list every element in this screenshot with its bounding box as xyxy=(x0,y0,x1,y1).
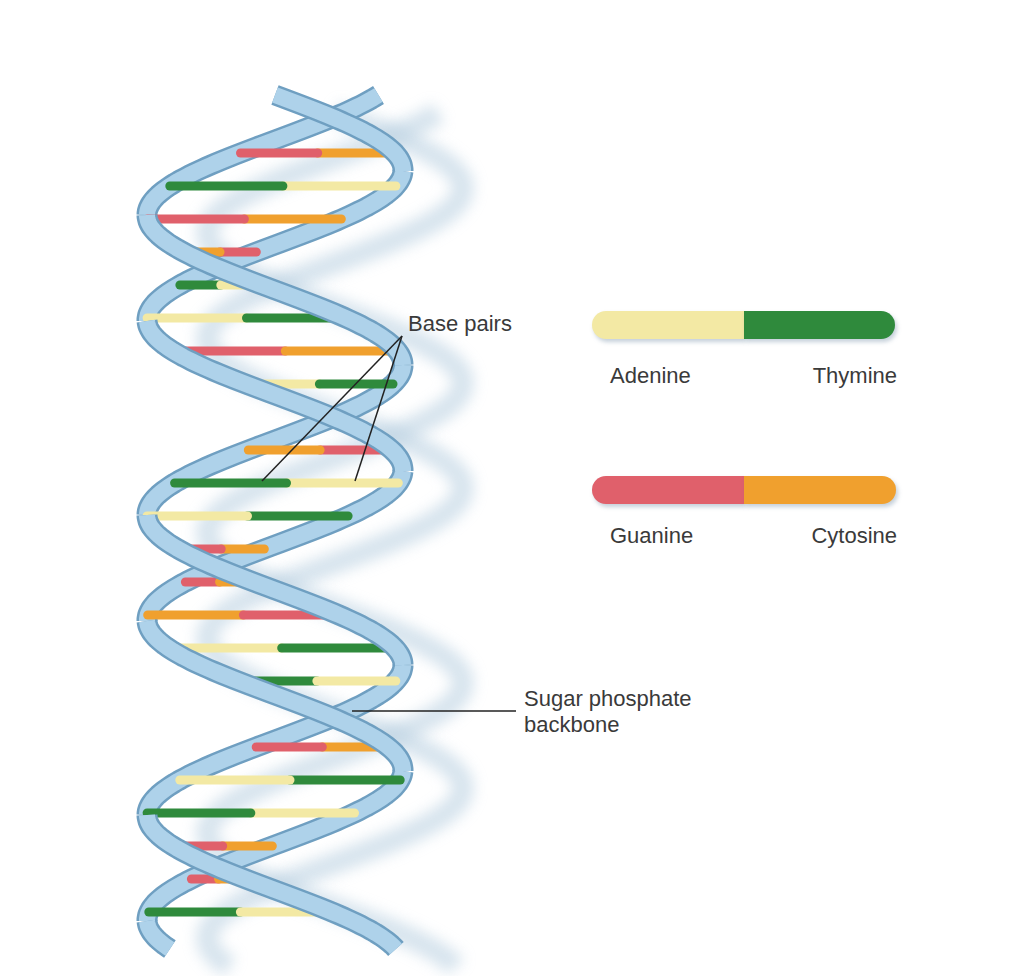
backbone-ribbon xyxy=(147,515,403,665)
backbone-ribbon xyxy=(147,921,170,949)
base-half xyxy=(248,512,349,521)
base-half xyxy=(248,446,320,455)
base-half xyxy=(241,149,318,158)
backbone-front xyxy=(147,95,403,949)
callout-label: Base pairs xyxy=(408,311,588,337)
base-half xyxy=(148,611,244,620)
base-half xyxy=(149,908,241,917)
backbone-ribbon xyxy=(147,515,403,665)
legend-text: Thymine xyxy=(745,363,897,389)
base-pair-rungs xyxy=(147,153,400,912)
base-half xyxy=(220,248,256,257)
base-half xyxy=(185,578,219,587)
base-half xyxy=(148,215,245,224)
helix-shadow-strand xyxy=(207,113,463,967)
callout-label: Sugar phosphate backbone xyxy=(524,686,754,738)
legend-text: Guanine xyxy=(610,523,762,549)
backbone-back xyxy=(147,95,403,921)
base-half xyxy=(180,281,221,290)
backbone-ribbon xyxy=(147,621,403,771)
legend-text: Cytosine xyxy=(745,523,897,549)
base-half xyxy=(170,182,283,191)
backbone-ribbon xyxy=(147,921,170,949)
legend-text: Adenine xyxy=(610,363,762,389)
backbone-ribbon xyxy=(147,621,403,771)
legend-swatch xyxy=(592,311,744,339)
base-half xyxy=(147,314,246,323)
helix-shadow xyxy=(207,113,463,967)
base-half xyxy=(283,182,396,191)
base-half xyxy=(147,809,251,818)
backbone-ribbon xyxy=(147,215,403,365)
base-half xyxy=(175,479,287,488)
base-half xyxy=(221,545,264,554)
leader-line xyxy=(262,336,402,481)
base-half xyxy=(287,479,399,488)
helix-shadow-strand xyxy=(207,113,463,967)
backbone-ribbon xyxy=(275,95,403,171)
base-half xyxy=(223,842,273,851)
legend-swatch xyxy=(744,311,895,339)
base-half xyxy=(256,743,322,752)
base-half xyxy=(317,677,396,686)
backbone-ribbon xyxy=(147,321,403,471)
base-half xyxy=(147,512,248,521)
legend-swatch xyxy=(744,476,896,504)
backbone-ribbon xyxy=(275,95,403,171)
legend-swatch xyxy=(592,476,744,504)
backbone-ribbon xyxy=(147,815,396,949)
backbone-ribbon xyxy=(147,815,396,949)
base-half xyxy=(244,215,341,224)
base-half xyxy=(290,776,400,785)
base-half xyxy=(251,809,355,818)
backbone-ribbon xyxy=(147,215,403,365)
base-half xyxy=(180,776,290,785)
leader-line xyxy=(352,710,516,712)
leader-line xyxy=(355,336,402,481)
backbone-ribbon xyxy=(147,321,403,471)
